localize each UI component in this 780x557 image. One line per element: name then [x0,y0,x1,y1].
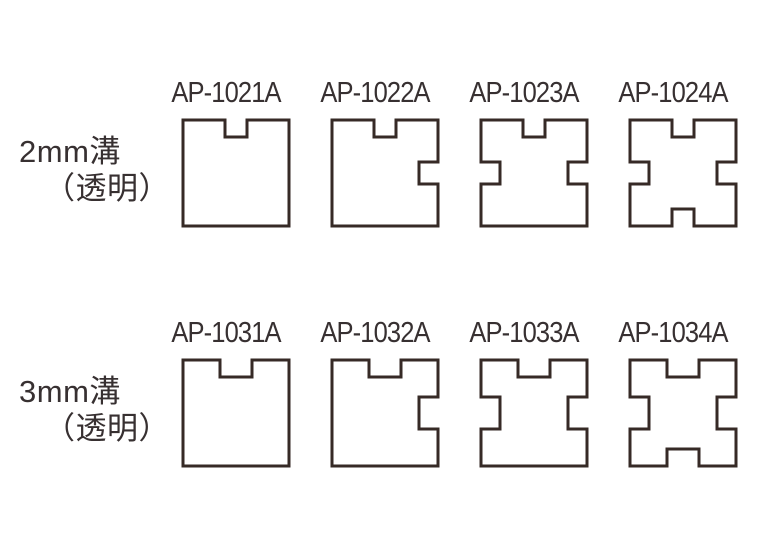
profile-shape-ap-1022a [330,118,440,228]
product-ap-1024a: AP-1024A [618,78,738,228]
product-ap-1032a: AP-1032A [320,318,440,468]
group-label-2mm: 2mm溝 （透明） [19,133,170,207]
product-ap-1022a: AP-1022A [320,78,440,228]
groove-size-label: 2mm溝 [19,134,121,169]
part-number-ap-1032a: AP-1032A [320,317,430,349]
profile-shape-ap-1032a [330,358,440,468]
product-ap-1033a: AP-1033A [469,318,589,468]
part-number-ap-1021a: AP-1021A [171,77,281,109]
part-number-ap-1033a: AP-1033A [469,317,579,349]
part-number-ap-1024a: AP-1024A [618,77,728,109]
profile-shape-ap-1023a [479,118,589,228]
product-ap-1021a: AP-1021A [171,78,291,228]
profile-shape-ap-1034a [628,358,738,468]
product-ap-1031a: AP-1031A [171,318,291,468]
product-ap-1034a: AP-1034A [618,318,738,468]
group-label-3mm: 3mm溝 （透明） [19,373,170,447]
transparency-note: （透明） [44,171,170,206]
part-number-ap-1022a: AP-1022A [320,77,430,109]
transparency-note: （透明） [44,411,170,446]
part-number-ap-1034a: AP-1034A [618,317,728,349]
part-number-ap-1031a: AP-1031A [171,317,281,349]
profile-shape-ap-1033a [479,358,589,468]
part-number-ap-1023a: AP-1023A [469,77,579,109]
profile-shape-ap-1024a [628,118,738,228]
profile-shape-ap-1031a [181,358,291,468]
product-ap-1023a: AP-1023A [469,78,589,228]
groove-size-label: 3mm溝 [19,374,121,409]
profile-shape-ap-1021a [181,118,291,228]
